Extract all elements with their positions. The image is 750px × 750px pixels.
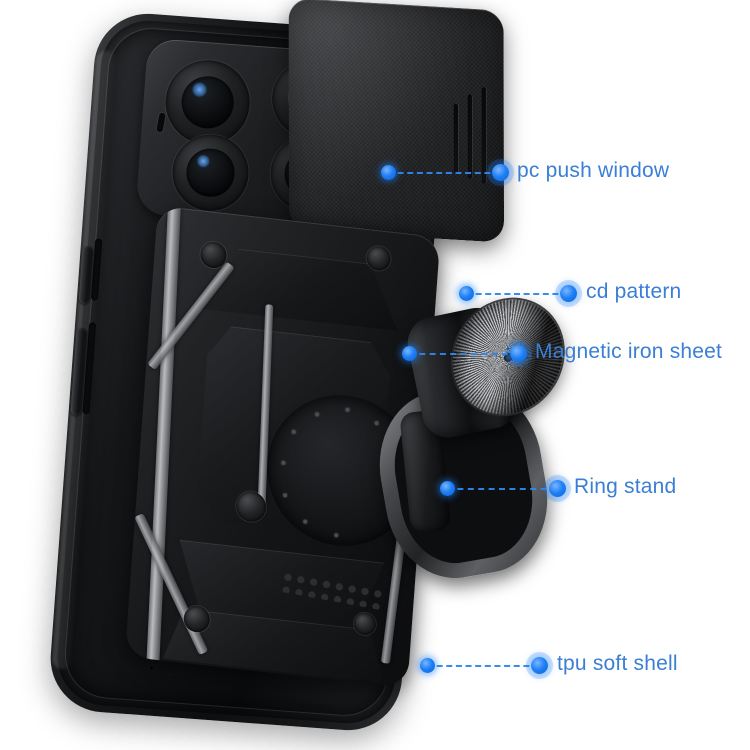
callout-label-magnetic-iron-sheet: Magnetic iron sheet — [535, 340, 723, 363]
callout-dash-line — [447, 488, 557, 490]
callout-source-dot — [458, 285, 474, 301]
ring-stand-assembly[interactable] — [359, 286, 578, 589]
slider-grip-line — [481, 87, 486, 184]
slider-grip-line — [453, 103, 458, 174]
callout-dash-line — [388, 172, 500, 174]
callout-source-dot — [419, 657, 435, 673]
callout-dash-line — [427, 665, 539, 667]
callout-label-cd-pattern: cd pattern — [586, 280, 682, 303]
pc-push-window-slider[interactable] — [288, 0, 505, 243]
callout-label-ring-stand: Ring stand — [574, 475, 677, 498]
callout-source-dot — [380, 164, 396, 180]
callout-source-dot — [439, 480, 455, 496]
ultrawide-lens-icon — [169, 132, 252, 214]
callout-end-dot — [559, 284, 577, 302]
phone-case-body — [46, 0, 572, 734]
microphone-slit — [156, 112, 166, 133]
callout-label-pc-push-window: pc push window — [517, 159, 670, 182]
callout-end-dot — [509, 344, 527, 362]
slider-grip-line — [467, 94, 472, 179]
callout-label-tpu-soft-shell: tpu soft shell — [557, 652, 678, 675]
callout-end-dot — [491, 163, 509, 181]
callout-dash-line — [466, 293, 568, 295]
callout-dash-line — [409, 353, 518, 355]
callout-source-dot — [401, 345, 417, 361]
callout-end-dot — [530, 656, 548, 674]
callout-end-dot — [548, 479, 566, 497]
